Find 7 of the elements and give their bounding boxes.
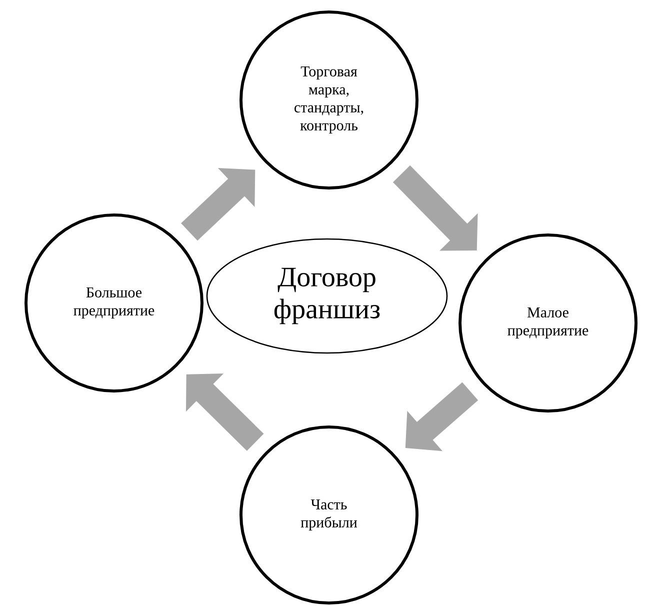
circle-node: Торговая марка, стандарты, контроль [240,10,418,190]
circle-node: Большое предприятие [24,214,204,392]
circle-node: Часть прибыли [240,426,418,604]
block-arrow [392,165,478,251]
block-arrow [181,168,256,241]
circle-node: Малое предприятие [458,234,638,412]
ellipse-node: Договор франшиз [206,238,448,354]
